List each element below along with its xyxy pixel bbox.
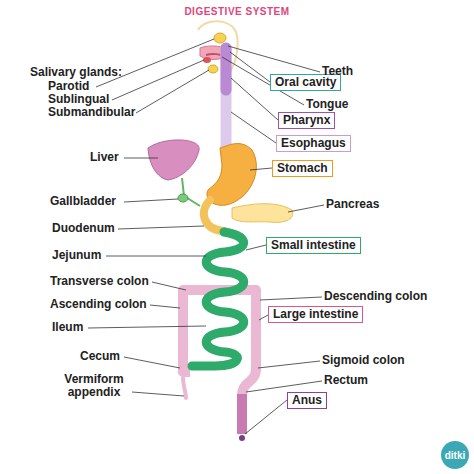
parotid-gland <box>214 33 226 43</box>
part-label: Sublingual <box>48 93 109 106</box>
part-label: Pancreas <box>326 198 379 211</box>
pancreas-shape <box>232 204 293 223</box>
appendix-shape <box>183 378 186 398</box>
organ-box: Pharynx <box>278 112 335 129</box>
small-intestine-tube <box>192 232 244 366</box>
part-label: Gallbladder <box>50 195 116 208</box>
head-outline <box>198 21 238 90</box>
part-label: Parotid <box>48 80 89 93</box>
part-label: Ileum <box>52 321 83 334</box>
anus-mark <box>239 435 245 441</box>
liver-shape <box>148 140 199 180</box>
part-label: Rectum <box>324 374 368 387</box>
stomach-shape <box>207 144 256 206</box>
part-label: Cecum <box>80 350 120 363</box>
part-label: Descending colon <box>324 290 427 303</box>
organ-box: Anus <box>287 392 327 409</box>
duodenum-tube <box>204 200 224 231</box>
esophagus-tube <box>221 48 232 150</box>
part-label: Tongue <box>306 98 348 111</box>
pharynx-tube <box>221 48 232 90</box>
part-label: Salivary glands: <box>30 66 122 79</box>
organ-box: Stomach <box>272 160 333 177</box>
organ-box: Esophagus <box>276 135 351 152</box>
box-label: Stomach <box>277 161 328 175</box>
box-label: Anus <box>292 393 322 407</box>
part-label: Vermiform appendix <box>56 373 132 399</box>
logo-text: ditki <box>441 449 469 462</box>
logo-badge <box>441 441 469 469</box>
box-label: Esophagus <box>281 136 346 150</box>
part-label: Ascending colon <box>50 298 147 311</box>
box-label: Pharynx <box>283 113 330 127</box>
submandibular-gland <box>208 65 218 73</box>
part-label: Duodenum <box>52 222 115 235</box>
organ-box: Small intestine <box>266 237 361 254</box>
sublingual-gland <box>203 57 211 63</box>
part-label: Liver <box>90 151 119 164</box>
diagram-title: DIGESTIVE SYSTEM <box>0 6 474 17</box>
part-label: Teeth <box>322 65 353 78</box>
part-label: Submandibular <box>48 106 135 119</box>
colon-tube <box>183 290 256 396</box>
organ-box: Large intestine <box>268 306 363 323</box>
gallbladder-shape <box>178 194 188 202</box>
part-label: Transverse colon <box>50 275 149 288</box>
part-label: Sigmoid colon <box>322 354 405 367</box>
box-label: Large intestine <box>273 307 358 321</box>
part-label: Jejunum <box>52 249 101 262</box>
box-label: Small intestine <box>271 238 356 252</box>
rectum-tube <box>237 394 247 434</box>
